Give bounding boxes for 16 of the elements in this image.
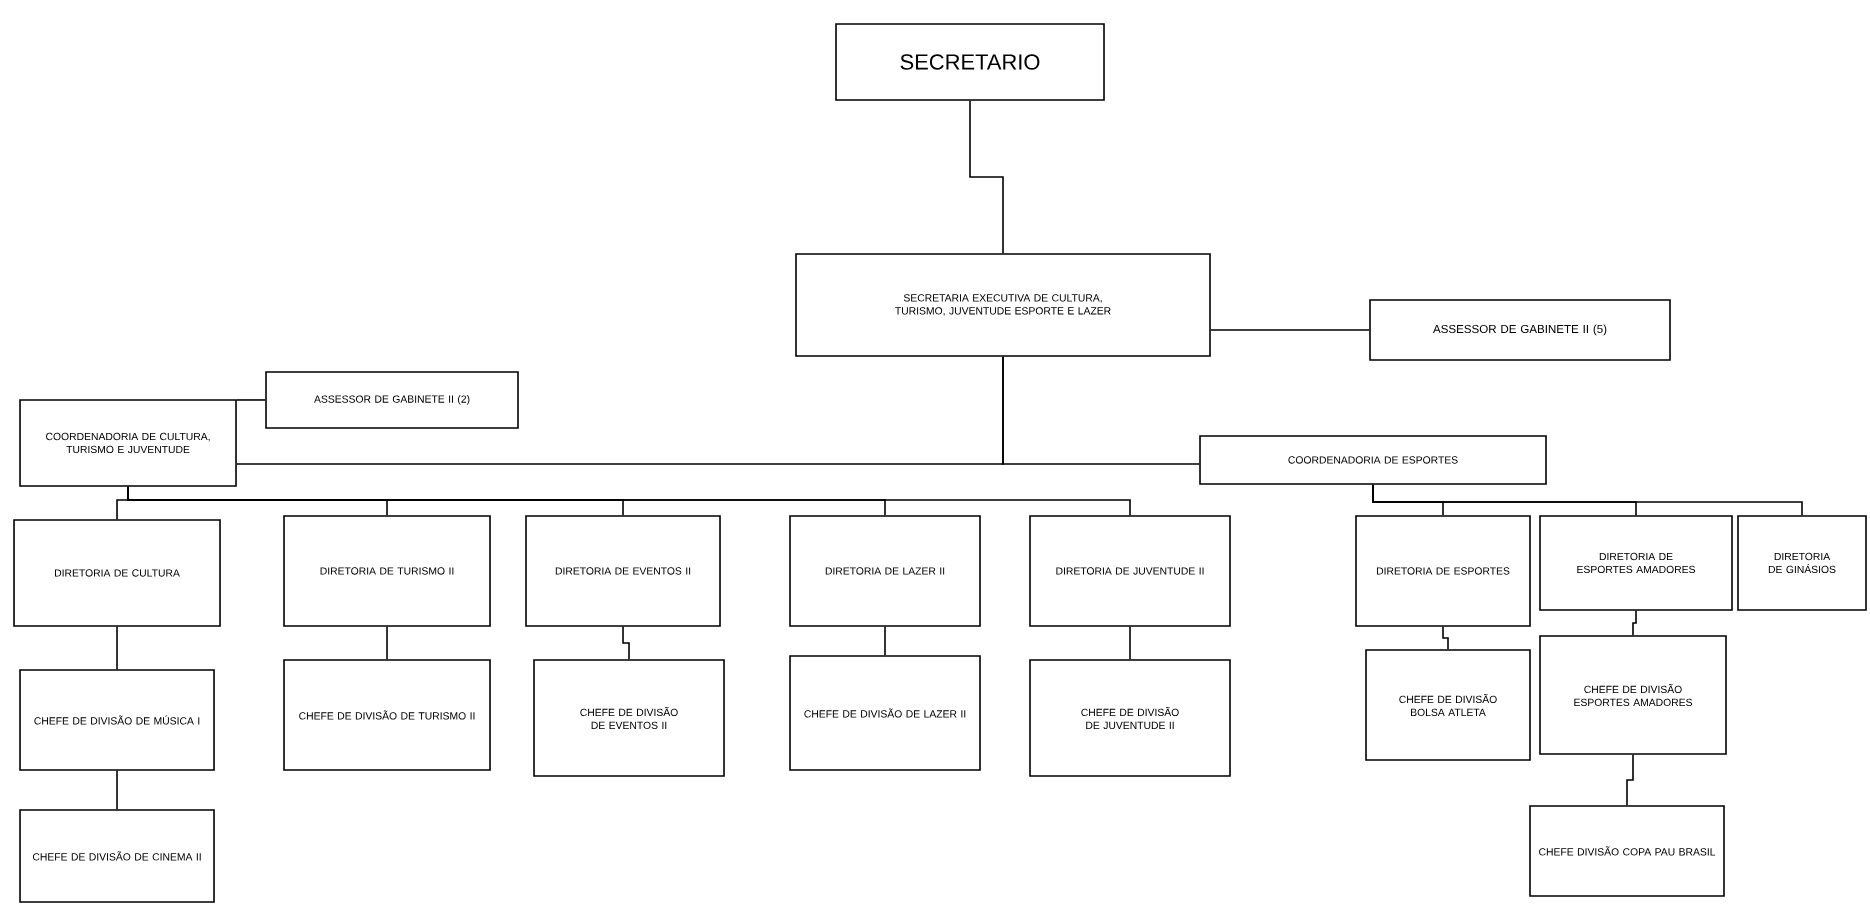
connector-line xyxy=(1442,625,1449,650)
org-box: SECRETARIO xyxy=(835,23,1105,101)
connector-line xyxy=(884,625,886,656)
connector-line xyxy=(622,625,630,660)
connector-line xyxy=(386,625,388,660)
connector-line xyxy=(1632,609,1637,636)
connector-line xyxy=(116,625,118,670)
connector-line xyxy=(116,769,118,810)
connector-line xyxy=(236,399,266,401)
connector-line xyxy=(1372,483,1803,516)
connector-line xyxy=(1210,329,1370,331)
connector-line xyxy=(1626,753,1634,806)
connector-line xyxy=(1129,625,1131,660)
connector-line xyxy=(127,485,1131,516)
connector-line xyxy=(969,99,1004,254)
connector-line xyxy=(1002,355,1200,465)
